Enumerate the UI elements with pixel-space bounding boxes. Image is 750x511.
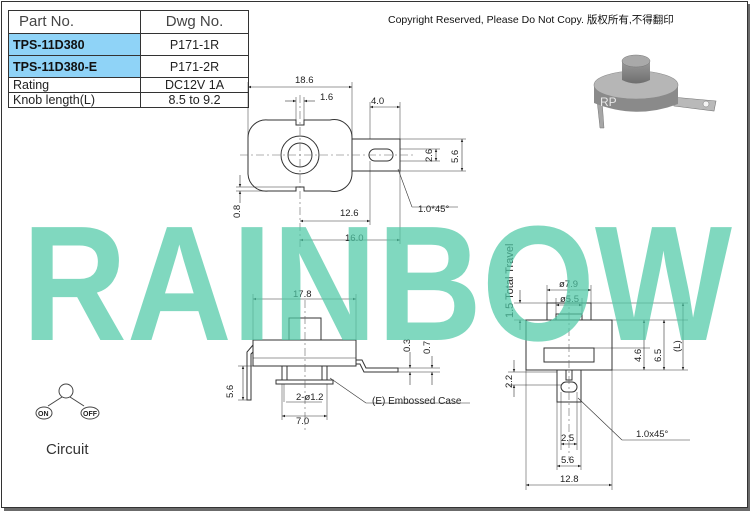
knob-length-value: 8.5 to 9.2 <box>140 92 249 108</box>
drawing-number-cell: P171-2R <box>140 55 249 78</box>
circuit-off-label: OFF <box>83 411 98 418</box>
knob-length-label: Knob length(L) <box>8 92 141 108</box>
side-view <box>238 294 470 430</box>
product-render: RP <box>593 54 717 129</box>
side-view-dimensions: 17.8 0.3 0.7 5.6 2-ø1.2 7.0 (E) Embossed… <box>225 289 462 427</box>
dim-5-6: 5.6 <box>225 385 236 398</box>
dim-7-0: 7.0 <box>296 416 309 427</box>
dim-chamfer-end: 1.0x45° <box>636 429 669 440</box>
dim-2-5: 2.5 <box>561 433 574 444</box>
dim-4-6: 4.6 <box>633 349 644 362</box>
drawing-number-cell: P171-1R <box>140 33 249 56</box>
end-view-dimensions: 1.5 Total Travel ø7.9 ø5.5 4.6 6.5 (L) 2… <box>504 244 683 485</box>
product-badge: RP <box>600 95 617 109</box>
spec-row: TPS-11D380-E P171-2R <box>8 55 249 78</box>
dim-tab-4-0: 4.0 <box>371 96 384 107</box>
circuit-on-label: ON <box>38 411 49 418</box>
dim-2-2: 2.2 <box>504 375 515 388</box>
rainbow-watermark: RAINBOW <box>22 192 732 375</box>
dim-dia-7-9: ø7.9 <box>559 279 578 290</box>
spec-table: Part No. Dwg No. TPS-11D380 P171-1R TPS-… <box>8 10 249 108</box>
dim-12-6: 12.6 <box>340 208 359 219</box>
dim-0-3: 0.3 <box>402 339 413 352</box>
copyright-notice: Copyright Reserved, Please Do Not Copy. … <box>388 14 674 26</box>
dim-knob-length: (L) <box>672 340 683 352</box>
spec-row: Knob length(L) 8.5 to 9.2 <box>8 92 249 108</box>
rating-value: DC12V 1A <box>140 77 249 93</box>
dim-6-5: 6.5 <box>653 349 664 362</box>
dim-notch-0-8: 0.8 <box>232 205 243 218</box>
dim-12-8: 12.8 <box>560 474 579 485</box>
dim-16-0: 16.0 <box>345 233 364 244</box>
circuit-label: Circuit <box>46 441 89 458</box>
spec-row: Rating DC12V 1A <box>8 77 249 93</box>
dim-dia-5-5: ø5.5 <box>560 294 579 305</box>
dim-chamfer: 1.0*45° <box>418 204 449 215</box>
embossed-case-note: (E) Embossed Case <box>372 396 462 407</box>
dim-slot-1-6: 1.6 <box>320 92 333 103</box>
part-number-cell: TPS-11D380-E <box>8 55 141 78</box>
top-view <box>236 82 466 250</box>
top-view-dimensions: 18.6 1.6 4.0 2.6 5.6 0.8 12.6 1.0*45° 16… <box>232 75 461 244</box>
circuit-diagram: ON OFF <box>35 383 100 420</box>
dim-5-6-end: 5.6 <box>561 455 574 466</box>
part-number-cell: TPS-11D380 <box>8 33 141 56</box>
dim-tab-5-6: 5.6 <box>450 150 461 163</box>
spec-row: TPS-11D380 P171-1R <box>8 33 249 56</box>
dim-width-18-6: 18.6 <box>295 75 314 86</box>
dim-pin-dia: 2-ø1.2 <box>296 392 323 403</box>
end-view <box>508 280 690 490</box>
dim-17-8: 17.8 <box>293 289 312 300</box>
dim-0-7: 0.7 <box>422 341 433 354</box>
dim-hole-2-6: 2.6 <box>424 149 435 162</box>
total-travel-label: 1.5 Total Travel <box>504 244 516 318</box>
